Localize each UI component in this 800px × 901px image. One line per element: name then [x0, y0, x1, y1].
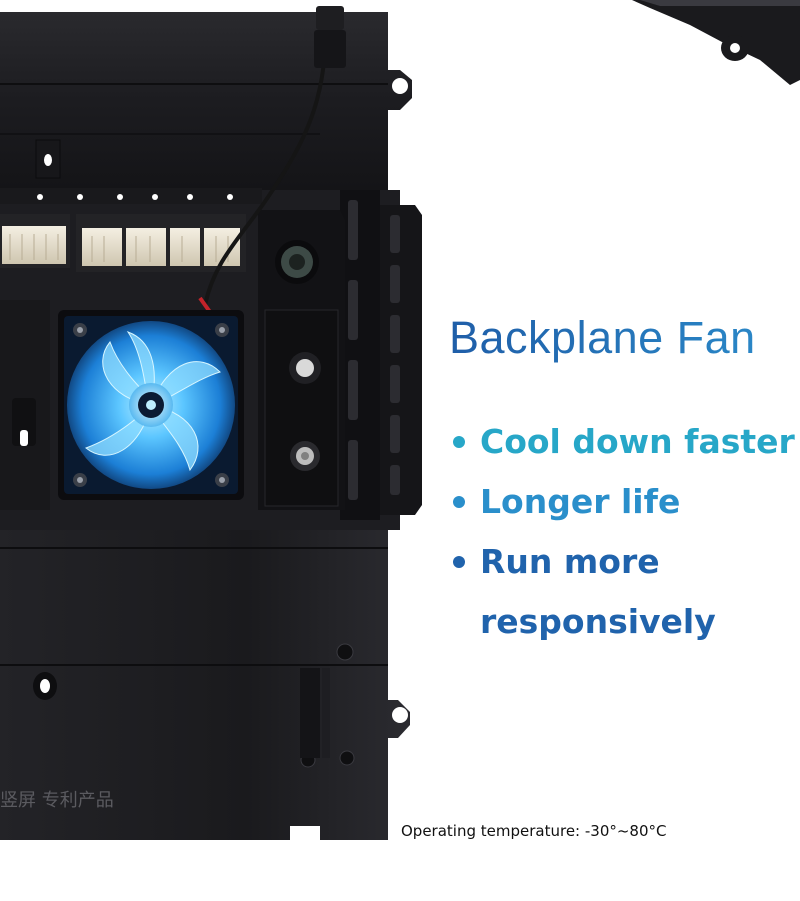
bullet-dot-icon [453, 556, 465, 568]
bullet-dot-icon [453, 496, 465, 508]
corner-bracket [632, 0, 800, 85]
operating-temperature-note: Operating temperature: -30°~80°C [401, 822, 667, 840]
backplane-panel: 竖屏 专利产品 [0, 6, 422, 840]
panel-label: 竖屏 专利产品 [0, 790, 114, 811]
feature-item-cool-down: Cool down faster [449, 412, 795, 472]
side-brackets [340, 190, 422, 520]
feature-item-longer-life: Longer life [449, 472, 795, 532]
feature-label: Run more responsively [480, 542, 716, 641]
connector-strip [0, 214, 246, 272]
page-title: Backplane Fan [449, 312, 756, 363]
feature-list: Cool down faster Longer life Run more re… [449, 412, 795, 652]
bullet-dot-icon [453, 436, 465, 448]
fan-icon [58, 310, 244, 500]
feature-item-responsive: Run more responsively [449, 532, 740, 652]
feature-label: Cool down faster [480, 422, 795, 461]
feature-label: Longer life [480, 482, 681, 521]
